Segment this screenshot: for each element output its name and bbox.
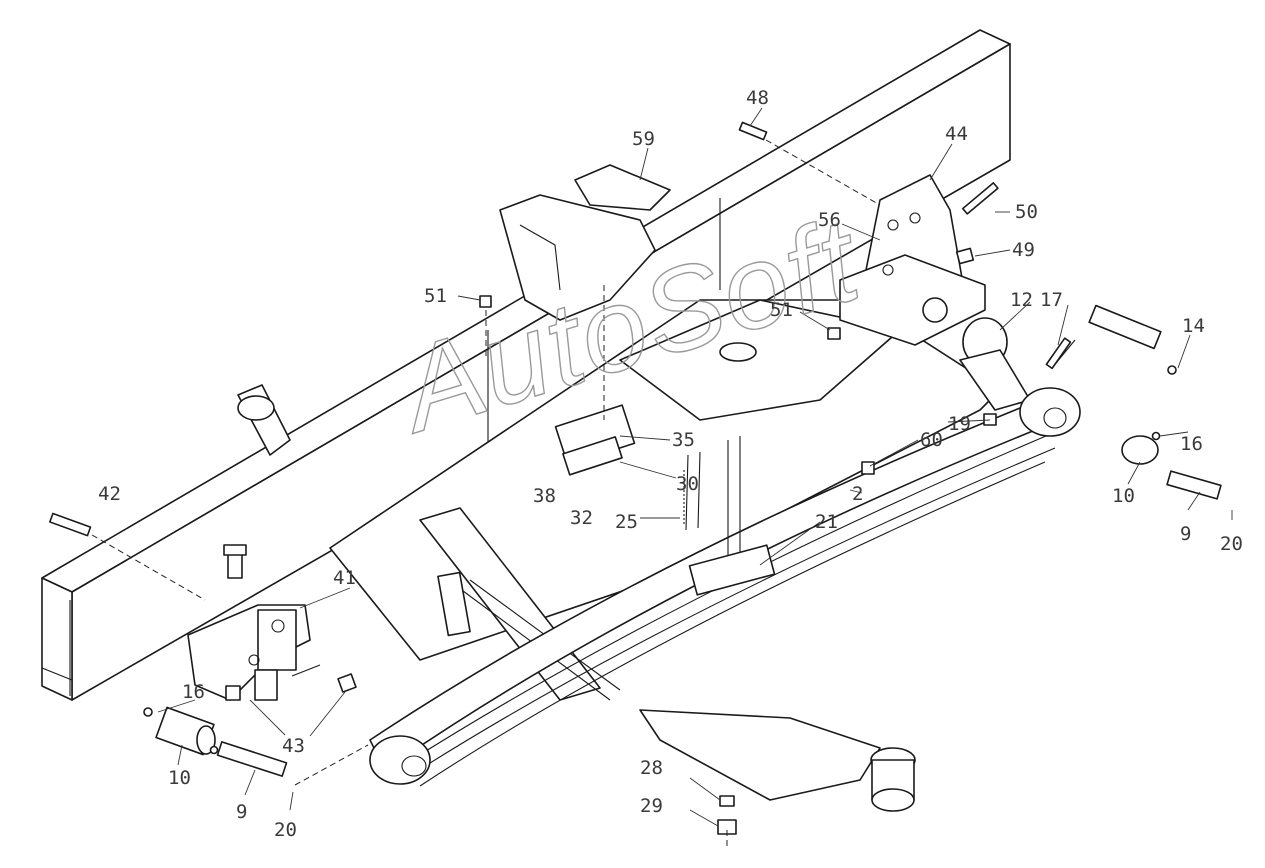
callout-labels: 48 59 44 50 56 49 51 51 12 17 14 16 19 6…: [98, 87, 1243, 841]
callout-38: 38: [533, 485, 556, 507]
callout-43: 43: [282, 735, 305, 757]
callout-19: 19: [948, 413, 971, 435]
callout-48: 48: [746, 87, 769, 109]
callout-21: 21: [815, 511, 838, 533]
rear-hanger-bracket: [187, 544, 357, 701]
callout-56: 56: [818, 209, 841, 231]
callout-12: 12: [1010, 289, 1033, 311]
front-hanger-bracket: [839, 174, 986, 346]
callout-60: 60: [920, 429, 943, 451]
callout-16: 16: [1180, 433, 1203, 455]
callout-35: 35: [672, 429, 695, 451]
callout-50: 50: [1015, 201, 1038, 223]
callout-30: 30: [676, 473, 699, 495]
callout-51: 51: [770, 299, 793, 321]
callout-14: 14: [1182, 315, 1205, 337]
u-bolt-assembly: [554, 404, 776, 596]
callout-59: 59: [632, 128, 655, 150]
callout-20: 20: [1220, 533, 1243, 555]
frame-rail: [41, 29, 1011, 701]
callout-49: 49: [1012, 239, 1035, 261]
callout-41: 41: [333, 567, 356, 589]
fasteners: [49, 121, 1222, 835]
axle-beam: [237, 384, 916, 812]
callout-32: 32: [570, 507, 593, 529]
callout-10: 10: [1112, 485, 1135, 507]
leaf-spring: [369, 387, 1081, 787]
leader-lines: [157, 107, 1233, 827]
shackle: [959, 304, 1162, 411]
callout-16: 16: [182, 681, 205, 703]
callout-42: 42: [98, 483, 121, 505]
callout-9: 9: [1180, 523, 1191, 545]
callout-20: 20: [274, 819, 297, 841]
callout-28: 28: [640, 757, 663, 779]
assembly-lines: [91, 139, 881, 846]
callout-29: 29: [640, 795, 663, 817]
callout-51: 51: [424, 285, 447, 307]
callout-9: 9: [236, 801, 247, 823]
callout-44: 44: [945, 123, 968, 145]
rear-bracket: [499, 164, 671, 321]
callout-10: 10: [168, 767, 191, 789]
callout-25: 25: [615, 511, 638, 533]
callout-17: 17: [1040, 289, 1063, 311]
callout-2: 2: [852, 483, 863, 505]
